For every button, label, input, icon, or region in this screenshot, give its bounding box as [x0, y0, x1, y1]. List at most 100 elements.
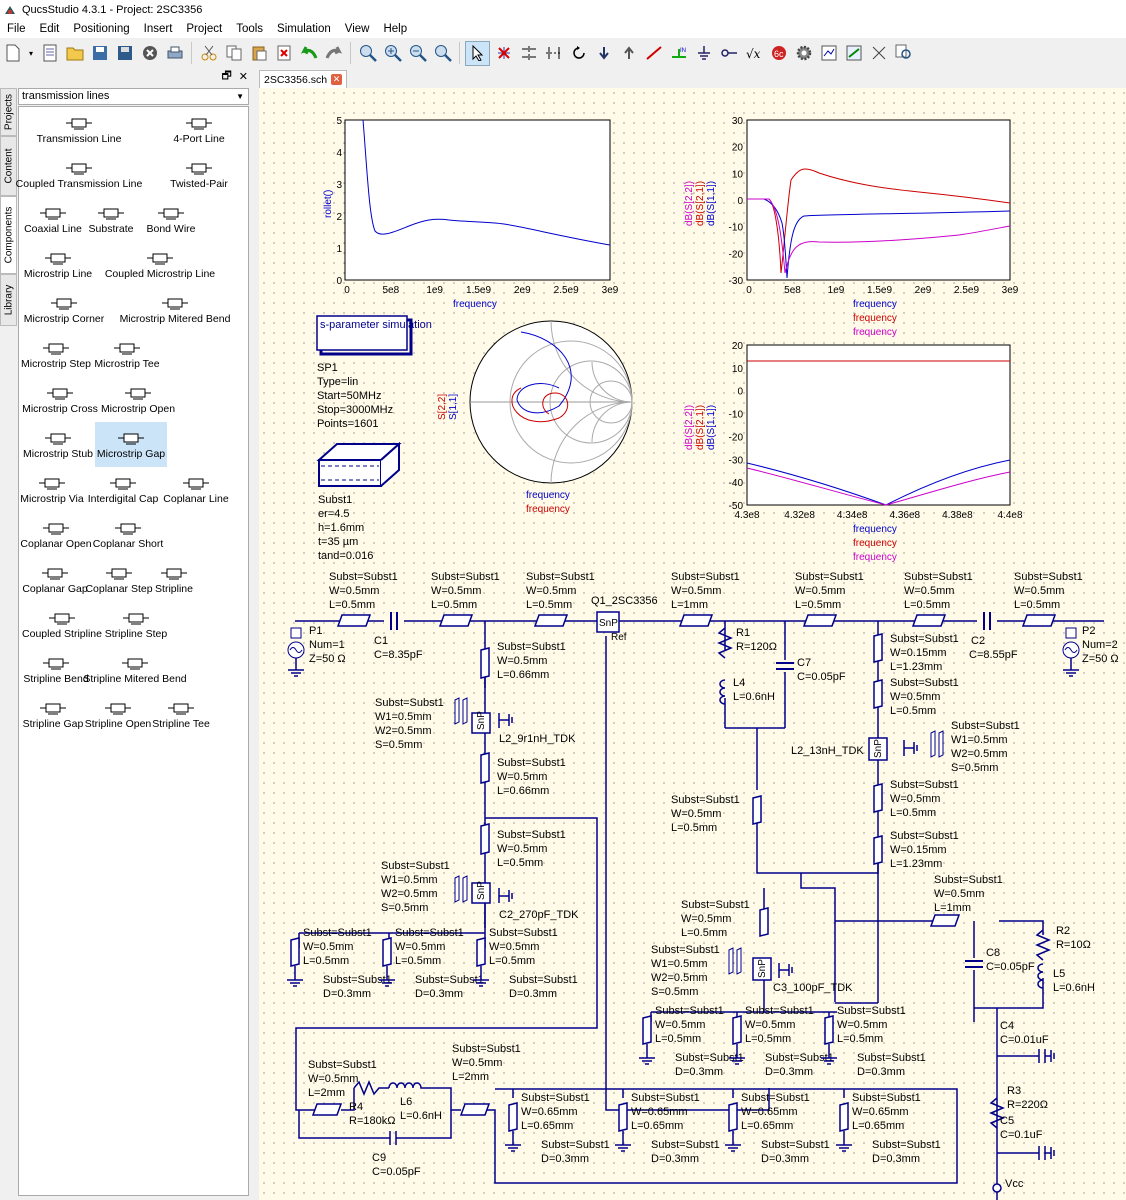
redo-icon[interactable] — [322, 42, 345, 65]
coupled-line-c[interactable]: SnP L2_13nH_TDK Subst=Subst1W1=0.5mmW2=0… — [791, 720, 1020, 774]
exit-subcircuit-icon[interactable] — [617, 42, 640, 65]
close-dock-icon[interactable]: ✕ — [238, 71, 248, 83]
component-msvia[interactable]: Microstrip Via — [20, 467, 84, 512]
component-slstep[interactable]: Stripline Step — [103, 602, 169, 647]
capacitor-c2[interactable]: C2 C=8.55pF — [969, 612, 1018, 661]
dpl-icon[interactable] — [817, 42, 840, 65]
component-mscoupled[interactable]: Coupled Microstrip Line — [105, 242, 215, 287]
float-dock-icon[interactable]: 🗗 — [221, 70, 232, 82]
settings-icon[interactable] — [792, 42, 815, 65]
simulate-icon[interactable]: 6c — [767, 42, 790, 65]
sp-simulation-block[interactable]: s-parameter simulation SP1Type=linStart=… — [316, 315, 432, 430]
save-icon[interactable] — [88, 42, 111, 65]
tab-components[interactable]: Components — [0, 196, 17, 274]
microstrip-line[interactable] — [802, 614, 838, 627]
zoom-out-icon[interactable] — [406, 42, 429, 65]
microstrip-line[interactable] — [911, 614, 947, 627]
resistor-r4[interactable]: R4 R=180kΩ — [341, 1080, 395, 1127]
text-doc-icon[interactable] — [38, 42, 61, 65]
component-tline[interactable]: Transmission Line — [21, 107, 137, 152]
component-msopen[interactable]: Microstrip Open — [99, 377, 177, 422]
component-tline4p[interactable]: 4-Port Line — [137, 107, 261, 152]
inductor-l5[interactable]: L5 L=0.6nH — [1037, 963, 1095, 994]
new-icon[interactable] — [1, 42, 24, 65]
component-coplanar[interactable]: Coplanar Line — [163, 467, 229, 512]
menu-project[interactable]: Project — [186, 22, 223, 35]
transistor-q1[interactable]: SnP Q1_2SC3356 Ref — [591, 595, 658, 643]
menu-simulation[interactable]: Simulation — [277, 22, 331, 35]
print-icon[interactable] — [163, 42, 186, 65]
inductor-l4[interactable]: L4 L=0.6nH — [719, 677, 775, 705]
menu-positioning[interactable]: Positioning — [73, 22, 130, 35]
component-slbend[interactable]: Stripline Bend — [21, 647, 91, 692]
menu-insert[interactable]: Insert — [143, 22, 173, 35]
component-ctline[interactable]: Coupled Transmission Line — [16, 152, 142, 197]
save-all-icon[interactable] — [113, 42, 136, 65]
component-sltee[interactable]: Stripline Tee — [152, 692, 210, 737]
netlist-icon[interactable] — [867, 42, 890, 65]
component-cpwshort[interactable]: Coplanar Short — [91, 512, 165, 557]
category-select[interactable]: transmission lines▼ — [18, 88, 249, 105]
vcc-terminal[interactable]: Vcc — [992, 1178, 1024, 1193]
label-icon[interactable]: IN — [667, 42, 690, 65]
capacitor-c9[interactable]: C9 C=0.05pF — [298, 1110, 452, 1178]
component-substrate[interactable]: Substrate — [81, 197, 141, 242]
microstrip-line[interactable] — [508, 1102, 518, 1132]
equation-icon[interactable]: √x — [742, 42, 765, 65]
coupled-line-a[interactable]: SnP L2_9r1nH_TDK Subst=Subst1W1=0.5mmW2=… — [375, 697, 576, 751]
component-mscross[interactable]: Microstrip Cross — [21, 377, 99, 422]
component-cpwgap[interactable]: Coplanar Gap — [21, 557, 89, 602]
component-msgap[interactable]: Microstrip Gap — [95, 422, 167, 467]
coupled-line-b[interactable]: SnP C2_270pF_TDK Subst=Subst1W1=0.5mmW2=… — [381, 860, 579, 921]
component-cstripline[interactable]: Coupled Stripline — [21, 602, 103, 647]
component-mscorner[interactable]: Microstrip Corner — [21, 287, 107, 332]
open-icon[interactable] — [63, 42, 86, 65]
tab-library[interactable]: Library — [0, 274, 17, 326]
component-interdigital[interactable]: Interdigital Cap — [83, 467, 163, 512]
component-mstee[interactable]: Microstrip Tee — [91, 332, 163, 377]
component-msline[interactable]: Microstrip Line — [21, 242, 95, 287]
component-msstep[interactable]: Microstrip Step — [21, 332, 91, 377]
component-slmbend[interactable]: Stripline Mitered Bend — [83, 647, 187, 692]
mirror-x-icon[interactable] — [517, 42, 540, 65]
component-msstub[interactable]: Microstrip Stub — [21, 422, 95, 467]
mirror-y-icon[interactable] — [542, 42, 565, 65]
component-stripline[interactable]: Stripline — [151, 557, 197, 602]
port-p1[interactable]: P1 Num=1 Z=50 Ω — [287, 625, 346, 677]
capacitor-c4[interactable]: C4 C=0.01uF — [997, 1020, 1055, 1063]
delete-icon[interactable] — [272, 42, 295, 65]
smith-chart[interactable]: S[2,2] S[1,1] frequency frequency — [437, 320, 633, 515]
capacitor-c7[interactable]: C7 C=0.05pF — [776, 657, 846, 683]
resistor-r2[interactable]: R2 R=10Ω — [1035, 925, 1091, 961]
tab-content[interactable]: Content — [0, 136, 17, 196]
resistor-r1[interactable]: R1 R=120Ω — [717, 627, 777, 659]
capacitor-c5[interactable]: C5 C=0.1uF — [997, 1115, 1055, 1160]
cut-icon[interactable] — [197, 42, 220, 65]
zoom-fit-icon[interactable] — [356, 42, 379, 65]
zoom-in-icon[interactable] — [381, 42, 404, 65]
microstrip-line[interactable] — [438, 614, 474, 627]
ground-icon[interactable] — [692, 42, 715, 65]
microstrip-line[interactable] — [533, 614, 569, 627]
find-icon[interactable] — [892, 42, 915, 65]
microstrip-line[interactable] — [382, 937, 392, 967]
resistor-r3[interactable]: R3 R=220Ω — [989, 1085, 1048, 1129]
coupled-line-d[interactable]: SnP C3_100pF_TDK Subst=Subst1W1=0.5mmW2=… — [651, 944, 853, 998]
port-p2[interactable]: P2 Num=2 Z=50 Ω — [1062, 625, 1119, 677]
menu-edit[interactable]: Edit — [39, 22, 60, 35]
component-bondwire[interactable]: Bond Wire — [141, 197, 201, 242]
zoom-1-icon[interactable] — [431, 42, 454, 65]
copy-icon[interactable] — [222, 42, 245, 65]
